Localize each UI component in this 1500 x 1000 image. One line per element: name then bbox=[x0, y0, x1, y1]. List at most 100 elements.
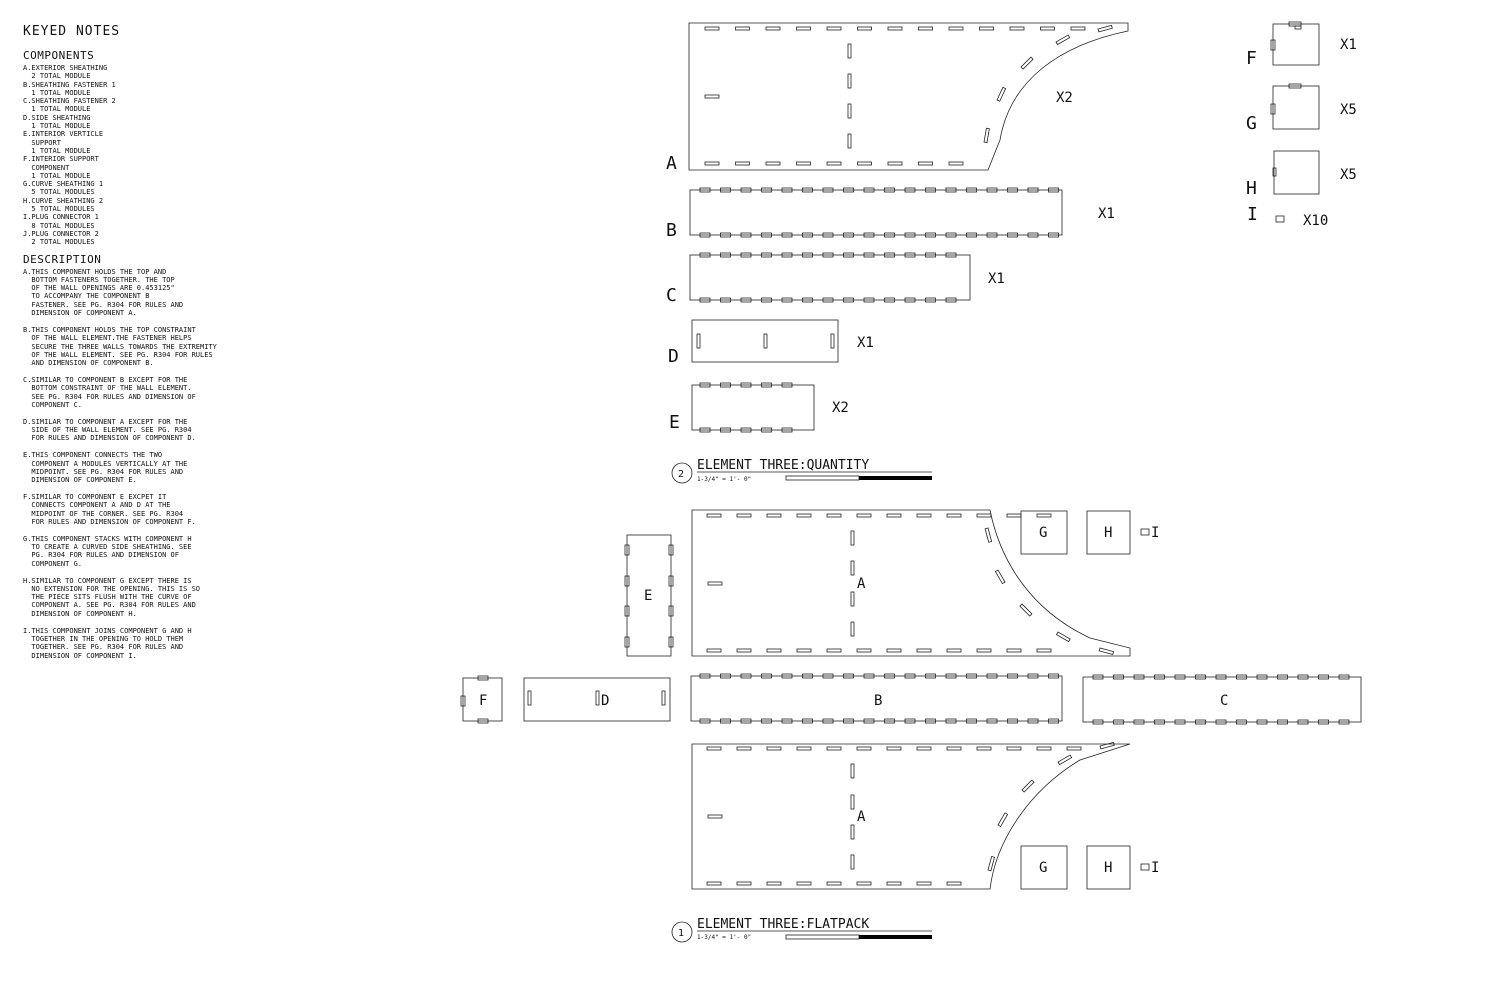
slot-mark bbox=[706, 513, 722, 518]
tab-mark bbox=[986, 187, 998, 193]
note-line: TO ACCOMPANY THE COMPONENT B bbox=[23, 292, 150, 301]
slot-mark bbox=[527, 690, 532, 706]
slot-mark bbox=[704, 26, 720, 31]
slot-mark bbox=[796, 881, 812, 886]
note-line: AND DIMENSION OF COMPONENT B. bbox=[23, 359, 154, 368]
tab-mark bbox=[1048, 673, 1059, 679]
note-line: F.INTERIOR SUPPORT bbox=[23, 155, 99, 164]
tab-mark bbox=[822, 718, 834, 724]
tab-mark bbox=[904, 232, 916, 238]
slot-mark bbox=[766, 881, 782, 886]
tab-mark bbox=[925, 297, 936, 303]
slot-mark bbox=[946, 513, 962, 518]
tab-mark bbox=[945, 232, 957, 238]
tab-mark bbox=[720, 187, 731, 193]
flat-label-h-bottom: H bbox=[1104, 860, 1112, 876]
slot-mark bbox=[796, 161, 811, 166]
slot-mark bbox=[1036, 648, 1052, 653]
tab-mark bbox=[1256, 674, 1268, 680]
note-line: SEE PG. R304 FOR RULES AND DIMENSION OF bbox=[23, 392, 196, 401]
tab-mark bbox=[624, 544, 630, 556]
tab-mark bbox=[945, 252, 957, 258]
slot-mark bbox=[850, 824, 855, 840]
label-f: F bbox=[1246, 48, 1257, 69]
component-entry: A.EXTERIOR SHEATHING 2 TOTAL MODULE bbox=[23, 64, 323, 81]
tab-mark bbox=[1215, 674, 1227, 680]
tab-mark bbox=[843, 718, 854, 724]
flat-label-a-bottom: A bbox=[857, 809, 866, 825]
piece-f-outline bbox=[1272, 23, 1320, 66]
slot-mark bbox=[948, 161, 964, 166]
tab-mark bbox=[781, 382, 793, 388]
tab-mark bbox=[1174, 719, 1186, 725]
note-line: B.THIS COMPONENT HOLDS THE TOP CONSTRAIN… bbox=[23, 325, 196, 334]
slot-mark bbox=[1098, 647, 1115, 656]
tab-mark bbox=[1195, 719, 1206, 725]
note-line: SIDE OF THE WALL ELEMENT. SEE PG. R304 bbox=[23, 426, 192, 435]
slot-mark bbox=[847, 103, 852, 119]
tab-mark bbox=[1027, 187, 1039, 193]
tab-mark bbox=[761, 382, 772, 388]
qty-g: X5 bbox=[1340, 102, 1357, 118]
piece-e-outline bbox=[691, 384, 815, 431]
label-i: I bbox=[1247, 204, 1258, 225]
flatpack-piece-a-top bbox=[691, 509, 1131, 657]
slot-mark bbox=[826, 881, 842, 886]
note-line: DIMENSION OF COMPONENT A. bbox=[23, 309, 137, 318]
slot-mark bbox=[984, 527, 993, 543]
note-line: THE PIECE SITS FLUSH WITH THE CURVE OF bbox=[23, 593, 192, 602]
tab-mark bbox=[1270, 39, 1276, 51]
slot-mark bbox=[979, 26, 994, 31]
tab-mark bbox=[740, 232, 752, 238]
flatpack-piece-h-bottom bbox=[1086, 845, 1131, 890]
scale-bar-2-light bbox=[785, 475, 860, 481]
slot-mark bbox=[1009, 26, 1025, 31]
slot-mark bbox=[766, 648, 782, 653]
tab-mark bbox=[843, 673, 854, 679]
note-line: MIDPOINT. SEE PG. R304 FOR RULES AND bbox=[23, 467, 184, 476]
flat-label-g-top: G bbox=[1039, 525, 1047, 541]
piece-c-outline bbox=[689, 254, 971, 301]
tab-mark bbox=[802, 297, 813, 303]
note-line: DIMENSION OF COMPONENT I. bbox=[23, 651, 137, 660]
slot-mark bbox=[1006, 513, 1022, 518]
description-entry: F.SIMILAR TO COMPONENT E EXCPET IT CONNE… bbox=[23, 493, 323, 526]
tab-mark bbox=[781, 718, 793, 724]
flatpack-piece-g-bottom bbox=[1020, 845, 1068, 890]
tab-mark bbox=[843, 187, 854, 193]
label-c: C bbox=[666, 285, 677, 306]
tab-mark bbox=[945, 187, 957, 193]
slot-mark bbox=[1055, 631, 1071, 643]
piece-i-outline bbox=[1275, 215, 1285, 223]
tab-mark bbox=[843, 297, 854, 303]
note-line: 1 TOTAL MODULE bbox=[23, 122, 91, 131]
note-line: COMPONENT A. SEE PG. R304 FOR RULES AND bbox=[23, 601, 196, 610]
tab-mark bbox=[720, 427, 731, 433]
note-line: OF THE WALL ELEMENT.THE FASTENER HELPS bbox=[23, 334, 192, 343]
quantity-view-title: ELEMENT THREE:QUANTITY bbox=[697, 458, 869, 473]
slot-mark bbox=[1057, 754, 1073, 766]
scale-bar-2-dark bbox=[859, 476, 932, 480]
tab-mark bbox=[1092, 674, 1104, 680]
tab-mark bbox=[986, 718, 998, 724]
slot-mark bbox=[997, 812, 1009, 828]
note-line: DIMENSION OF COMPONENT H. bbox=[23, 609, 137, 618]
slot-mark bbox=[707, 814, 723, 819]
slot-mark bbox=[735, 26, 750, 31]
tab-mark bbox=[668, 605, 674, 617]
tab-mark bbox=[1113, 674, 1124, 680]
tab-mark bbox=[624, 636, 630, 648]
slot-mark bbox=[850, 621, 855, 637]
tab-mark bbox=[802, 187, 813, 193]
note-line: 2 TOTAL MODULE bbox=[23, 72, 91, 81]
note-line: 2 TOTAL MODULES bbox=[23, 238, 95, 247]
slot-mark bbox=[826, 513, 842, 518]
note-line: COMPONENT bbox=[23, 163, 70, 172]
description-entry: D.SIMILAR TO COMPONENT A EXCEPT FOR THE … bbox=[23, 418, 323, 443]
component-entry: C.SHEATHING FASTENER 2 1 TOTAL MODULE bbox=[23, 97, 323, 114]
tab-mark bbox=[986, 232, 998, 238]
note-line: TO CREATE A CURVED SIDE SHEATHING. SEE bbox=[23, 543, 192, 552]
slot-mark bbox=[850, 854, 855, 870]
tab-mark bbox=[1007, 187, 1018, 193]
